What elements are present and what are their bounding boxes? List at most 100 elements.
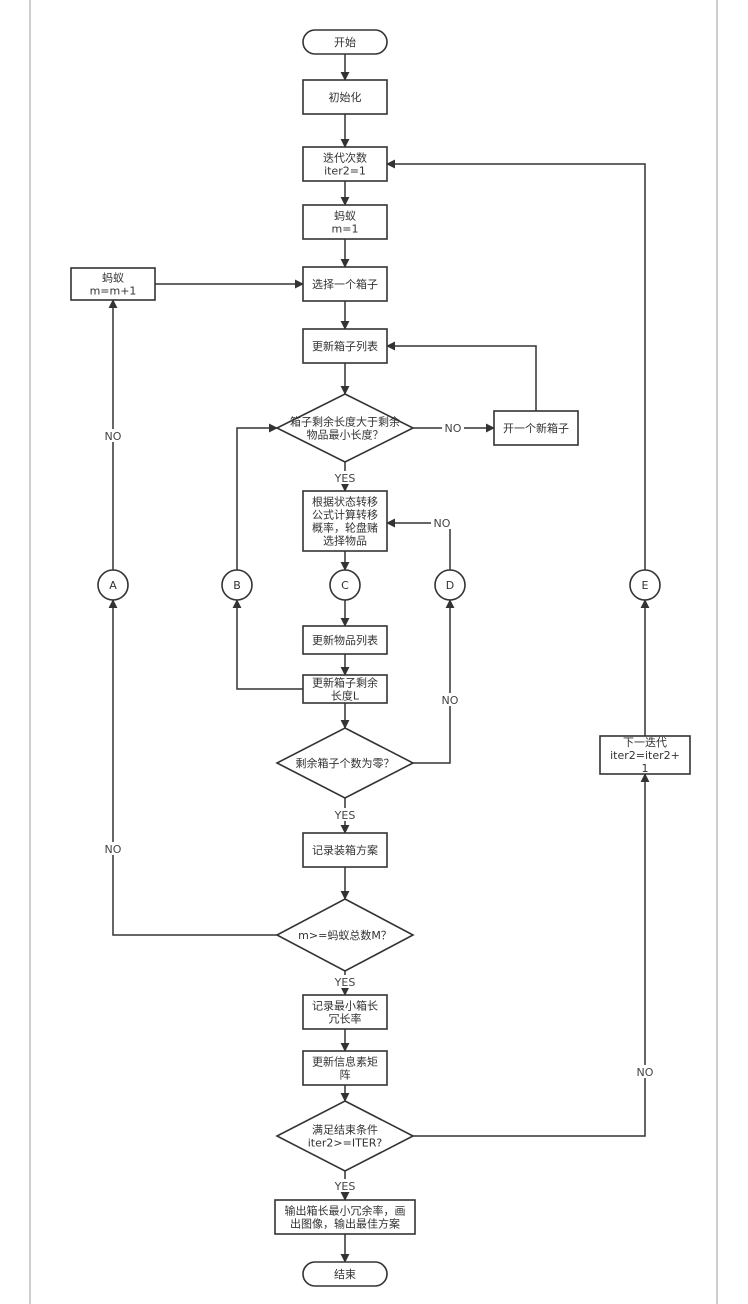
node-text-line: m=1 xyxy=(332,223,359,236)
node-text-line: E xyxy=(642,579,649,592)
process-box xyxy=(302,490,388,552)
node-text-line: 更新箱子剩余 xyxy=(312,676,378,690)
node-text-line: C xyxy=(341,579,349,592)
node-text-line: 蚂蚁 xyxy=(102,272,124,285)
connector-circle xyxy=(629,569,661,601)
node-text-line: m=m+1 xyxy=(90,285,137,298)
terminal-shape xyxy=(302,29,388,55)
node-choosebox: 选择一个箱子 xyxy=(302,266,388,302)
connector-circle xyxy=(329,569,361,601)
edge-label: NO xyxy=(105,430,122,443)
node-text-line: 更新箱子列表 xyxy=(312,339,378,353)
process-box xyxy=(302,1050,388,1086)
edge-label-group: NO xyxy=(102,429,124,443)
edge-label-background xyxy=(431,516,453,529)
node-text-line: 输出箱长最小冗余率，画 xyxy=(285,1204,406,1218)
node-text-line: iter2=iter2+ xyxy=(610,749,680,762)
node-text-line: 剩余箱子个数为零？ xyxy=(296,756,395,770)
decision-diamond xyxy=(275,727,415,799)
process-box xyxy=(302,146,388,182)
node-text-line: 物品最小长度？ xyxy=(307,428,384,442)
edge-label: NO xyxy=(445,422,462,435)
node-text-line: 选择物品 xyxy=(323,534,367,548)
node-text-line: 记录最小箱长 xyxy=(312,999,378,1013)
edge-label-group: YES xyxy=(334,975,356,989)
node-text-line: 1 xyxy=(642,762,649,775)
process-box xyxy=(70,267,156,301)
node-text-line: 满足结束条件 xyxy=(312,1123,378,1137)
process-box xyxy=(302,625,388,655)
node-text-line: A xyxy=(109,579,117,592)
node-text-line: B xyxy=(233,579,241,592)
node-text-line: iter2>=ITER? xyxy=(308,1137,383,1150)
node-text-line: 迭代次数 xyxy=(323,151,367,165)
edge-label-group: NO xyxy=(634,1065,656,1079)
node-text-line: m>=蚂蚁总数M？ xyxy=(298,928,392,942)
edge-label-group: NO xyxy=(431,516,453,530)
node-A: A xyxy=(97,569,129,601)
edge-label-background xyxy=(334,1179,356,1192)
node-upditems: 更新物品列表 xyxy=(302,625,388,655)
edge-label-background xyxy=(334,808,356,821)
edge-label-background xyxy=(102,842,124,855)
node-cond2: 剩余箱子个数为零？ xyxy=(275,727,415,799)
node-text-line: 公式计算转移 xyxy=(312,508,378,522)
node-text-line: 初始化 xyxy=(329,90,362,104)
process-box xyxy=(302,832,388,868)
edge-label-group: NO xyxy=(102,842,124,856)
edge-cond3-to-A xyxy=(108,599,277,936)
node-text-line: D xyxy=(446,579,454,592)
node-text-line: 长度L xyxy=(331,689,360,703)
edge-E-to-iter xyxy=(386,159,646,570)
edge-label-group: NO xyxy=(439,693,461,707)
terminal-shape xyxy=(302,1261,388,1287)
node-cond3: m>=蚂蚁总数M？ xyxy=(275,898,415,972)
node-text-line: 记录装箱方案 xyxy=(312,843,378,857)
edge-label: YES xyxy=(334,976,356,989)
node-text-line: 冗长率 xyxy=(329,1012,362,1026)
edge-cond2-to-D xyxy=(413,599,455,764)
edge-label-background xyxy=(442,421,464,434)
connector-circle xyxy=(97,569,129,601)
node-antinc: 蚂蚁m=m+1 xyxy=(70,267,156,301)
process-box xyxy=(493,410,579,446)
edge-updlen-to-B xyxy=(232,599,303,690)
node-newbox: 开一个新箱子 xyxy=(493,410,579,446)
edge-label: YES xyxy=(334,1180,356,1193)
edge-label-group: YES xyxy=(334,808,356,822)
node-init: 初始化 xyxy=(302,79,388,115)
process-box xyxy=(599,735,691,775)
node-text-line: 概率，轮盘赌 xyxy=(312,521,378,535)
process-box xyxy=(302,266,388,302)
node-end: 结束 xyxy=(302,1261,388,1287)
node-updboxlist: 更新箱子列表 xyxy=(302,328,388,364)
edge-label: NO xyxy=(442,694,459,707)
connector-circle xyxy=(434,569,466,601)
node-text-line: 开始 xyxy=(334,35,356,49)
edge-label: NO xyxy=(637,1066,654,1079)
edge-label: YES xyxy=(334,809,356,822)
page-frame-right-border xyxy=(716,0,718,1304)
decision-diamond xyxy=(275,393,415,463)
edge-label-background xyxy=(334,471,356,484)
page-frame-left-border xyxy=(29,0,31,1304)
node-text-line: 选择一个箱子 xyxy=(312,277,378,291)
node-text-line: 蚂蚁 xyxy=(334,210,356,223)
edge-cond4-to-nextiter xyxy=(413,773,650,1137)
decision-diamond xyxy=(275,1100,415,1172)
node-text-line: 更新信息素矩 xyxy=(312,1055,378,1069)
edge-label: YES xyxy=(334,472,356,485)
node-text-line: 出图像，输出最佳方案 xyxy=(290,1217,400,1231)
node-record: 记录装箱方案 xyxy=(302,832,388,868)
node-ant1: 蚂蚁m=1 xyxy=(302,204,388,240)
edge-B-to-cond1 xyxy=(236,423,278,570)
node-text-line: 根据状态转移 xyxy=(312,495,378,509)
edge-label-group: YES xyxy=(334,1179,356,1193)
